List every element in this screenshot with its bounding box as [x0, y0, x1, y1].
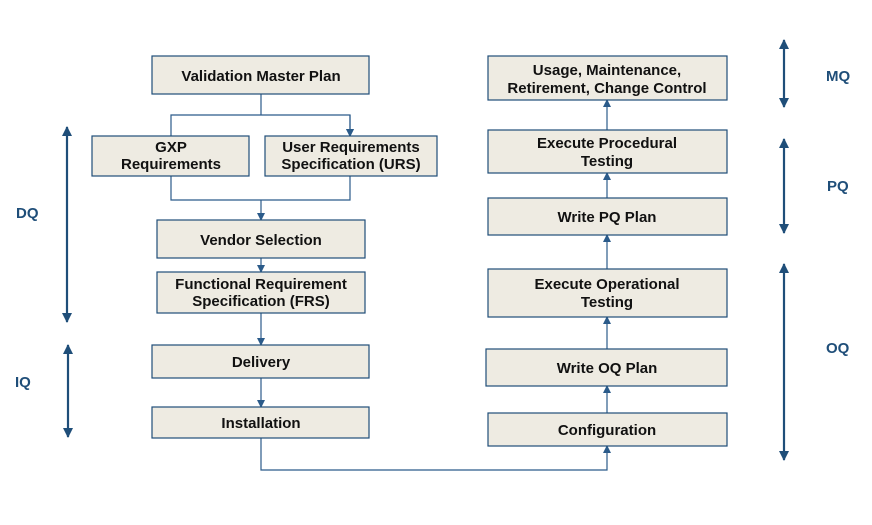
box-line: Delivery	[232, 354, 291, 371]
svg-text:Validation Master Plan: Validation Master Plan	[181, 68, 340, 85]
box-configuration: Configuration	[487, 412, 728, 447]
box-line: Vendor Selection	[200, 232, 322, 249]
box-line: Configuration	[558, 422, 656, 439]
svg-text:Vendor Selection: Vendor Selection	[200, 232, 322, 249]
connectors	[170, 94, 611, 471]
box-line: Execute Operational	[534, 276, 679, 293]
phase-label-dq: DQ	[16, 205, 39, 222]
svg-text:Usage, Maintenance,Retirement,: Usage, Maintenance,Retirement, Change Co…	[507, 62, 706, 97]
svg-text:Configuration: Configuration	[558, 422, 656, 439]
box-line: GXP	[155, 139, 187, 156]
connector-reqs-to-vendor	[170, 176, 351, 220]
box-installation: Installation	[151, 406, 370, 439]
box-delivery: Delivery	[151, 344, 370, 379]
box-line: Testing	[581, 294, 633, 311]
box-line: Execute Procedural	[537, 135, 677, 152]
box-line: Specification (FRS)	[192, 293, 330, 310]
box-line: Testing	[581, 153, 633, 170]
svg-text:Installation: Installation	[221, 415, 300, 432]
phase-spans	[62, 39, 789, 461]
box-vendor-selection: Vendor Selection	[156, 219, 366, 259]
box-usage-maintenance-retirement: Usage, Maintenance,Retirement, Change Co…	[487, 55, 728, 101]
box-line: Installation	[221, 415, 300, 432]
box-validation-master-plan: Validation Master Plan	[151, 55, 370, 95]
box-line: Validation Master Plan	[181, 68, 340, 85]
box-line: Retirement, Change Control	[507, 80, 706, 97]
svg-text:Write PQ Plan: Write PQ Plan	[558, 209, 657, 226]
box-line: Functional Requirement	[175, 276, 347, 293]
svg-text:Delivery: Delivery	[232, 354, 291, 371]
box-write-pq-plan: Write PQ Plan	[487, 197, 728, 236]
box-line: Write OQ Plan	[557, 360, 658, 377]
box-write-oq-plan: Write OQ Plan	[485, 348, 728, 387]
phase-label-oq: OQ	[826, 340, 850, 357]
phase-label-pq: PQ	[827, 178, 849, 195]
svg-text:Write OQ Plan: Write OQ Plan	[557, 360, 658, 377]
box-line: Specification (URS)	[281, 156, 420, 173]
box-line: Usage, Maintenance,	[533, 62, 681, 79]
phase-label-iq: IQ	[15, 374, 31, 391]
connector-vmp-split	[170, 94, 350, 136]
box-line: Requirements	[121, 156, 221, 173]
connector-installation-to-configuration	[260, 438, 611, 471]
box-line: User Requirements	[282, 139, 420, 156]
box-line: Write PQ Plan	[558, 209, 657, 226]
phase-label-mq: MQ	[826, 68, 850, 85]
